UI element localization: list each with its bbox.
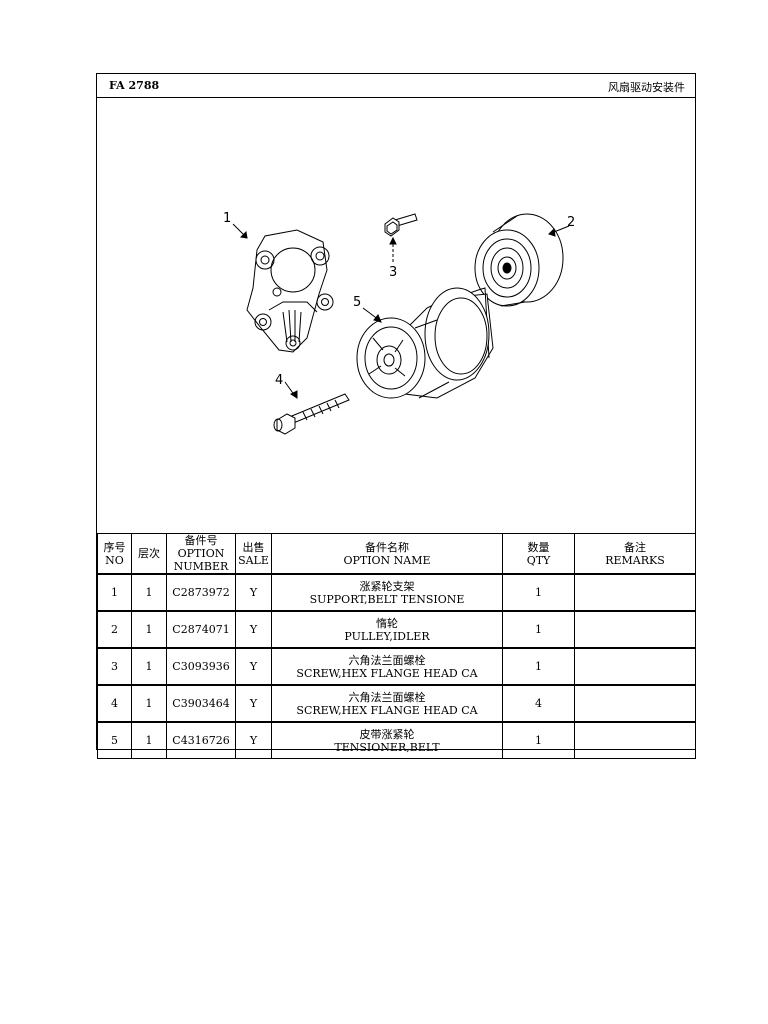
cell-remarks bbox=[574, 573, 696, 612]
name-en: SCREW,HEX FLANGE HEAD CA bbox=[296, 666, 478, 680]
cell-no: 1 bbox=[97, 573, 132, 612]
name-cn: 惰轮 bbox=[376, 616, 398, 630]
cell-sale: Y bbox=[235, 610, 272, 649]
cell-level: 1 bbox=[131, 684, 167, 723]
name-cn: 六角法兰面螺栓 bbox=[348, 653, 426, 667]
cell-option-number: C3093936 bbox=[166, 647, 236, 686]
cell-option-number: C4316726 bbox=[166, 721, 236, 759]
callout-5: 5 bbox=[353, 295, 361, 310]
cell-option-number: C3903464 bbox=[166, 684, 236, 723]
callout-2: 2 bbox=[567, 215, 575, 230]
name-cn: 六角法兰面螺栓 bbox=[348, 690, 426, 704]
callout-1: 1 bbox=[223, 211, 231, 226]
name-en: PULLEY,IDLER bbox=[344, 629, 430, 643]
part-4-bolt bbox=[273, 393, 350, 435]
cell-no: 5 bbox=[97, 721, 132, 759]
cell-option-number: C2874071 bbox=[166, 610, 236, 649]
sheet-header: FA 2788 风扇驱动安装件 bbox=[97, 74, 695, 98]
part-1-support-bracket bbox=[246, 229, 334, 353]
cell-qty: 1 bbox=[502, 647, 575, 686]
part-5-belt-tensioner bbox=[356, 287, 494, 399]
name-cn: 皮带涨紧轮 bbox=[359, 727, 415, 741]
cell-level: 1 bbox=[131, 721, 167, 759]
cell-no: 2 bbox=[97, 610, 132, 649]
part-3-screw bbox=[384, 213, 418, 237]
part-2-idler-pulley bbox=[474, 213, 564, 307]
cell-qty: 1 bbox=[502, 573, 575, 612]
exploded-view-drawing: 1 2 3 4 5 bbox=[223, 211, 575, 435]
cell-level: 1 bbox=[131, 573, 167, 612]
name-en: TENSIONER,BELT bbox=[334, 740, 440, 754]
group-code: FA 2788 bbox=[109, 79, 160, 92]
cell-qty: 4 bbox=[502, 684, 575, 723]
cell-level: 1 bbox=[131, 610, 167, 649]
name-en: SCREW,HEX FLANGE HEAD CA bbox=[296, 703, 478, 717]
exploded-view-figure: 1 2 3 4 5 bbox=[97, 98, 695, 533]
callout-numbers: 1 2 3 4 5 bbox=[223, 211, 575, 388]
cell-remarks bbox=[574, 721, 696, 759]
cell-remarks bbox=[574, 684, 696, 723]
cell-remarks bbox=[574, 610, 696, 649]
name-cn: 涨紧轮支架 bbox=[359, 579, 415, 593]
cell-sale: Y bbox=[235, 573, 272, 612]
cell-level: 1 bbox=[131, 647, 167, 686]
col-header-level: 层次 bbox=[131, 533, 167, 575]
cell-remarks bbox=[574, 647, 696, 686]
cell-option-number: C2873972 bbox=[166, 573, 236, 612]
cell-sale: Y bbox=[235, 647, 272, 686]
parts-sheet: FA 2788 风扇驱动安装件 bbox=[96, 73, 696, 759]
cell-sale: Y bbox=[235, 721, 272, 759]
cell-no: 4 bbox=[97, 684, 132, 723]
group-title: 风扇驱动安装件 bbox=[608, 81, 685, 94]
callout-4: 4 bbox=[275, 373, 283, 388]
cell-qty: 1 bbox=[502, 721, 575, 759]
cell-no: 3 bbox=[97, 647, 132, 686]
name-en: SUPPORT,BELT TENSIONE bbox=[309, 592, 465, 606]
callout-3: 3 bbox=[389, 265, 397, 280]
cell-sale: Y bbox=[235, 684, 272, 723]
callout-leaders bbox=[232, 223, 570, 399]
cell-qty: 1 bbox=[502, 610, 575, 649]
